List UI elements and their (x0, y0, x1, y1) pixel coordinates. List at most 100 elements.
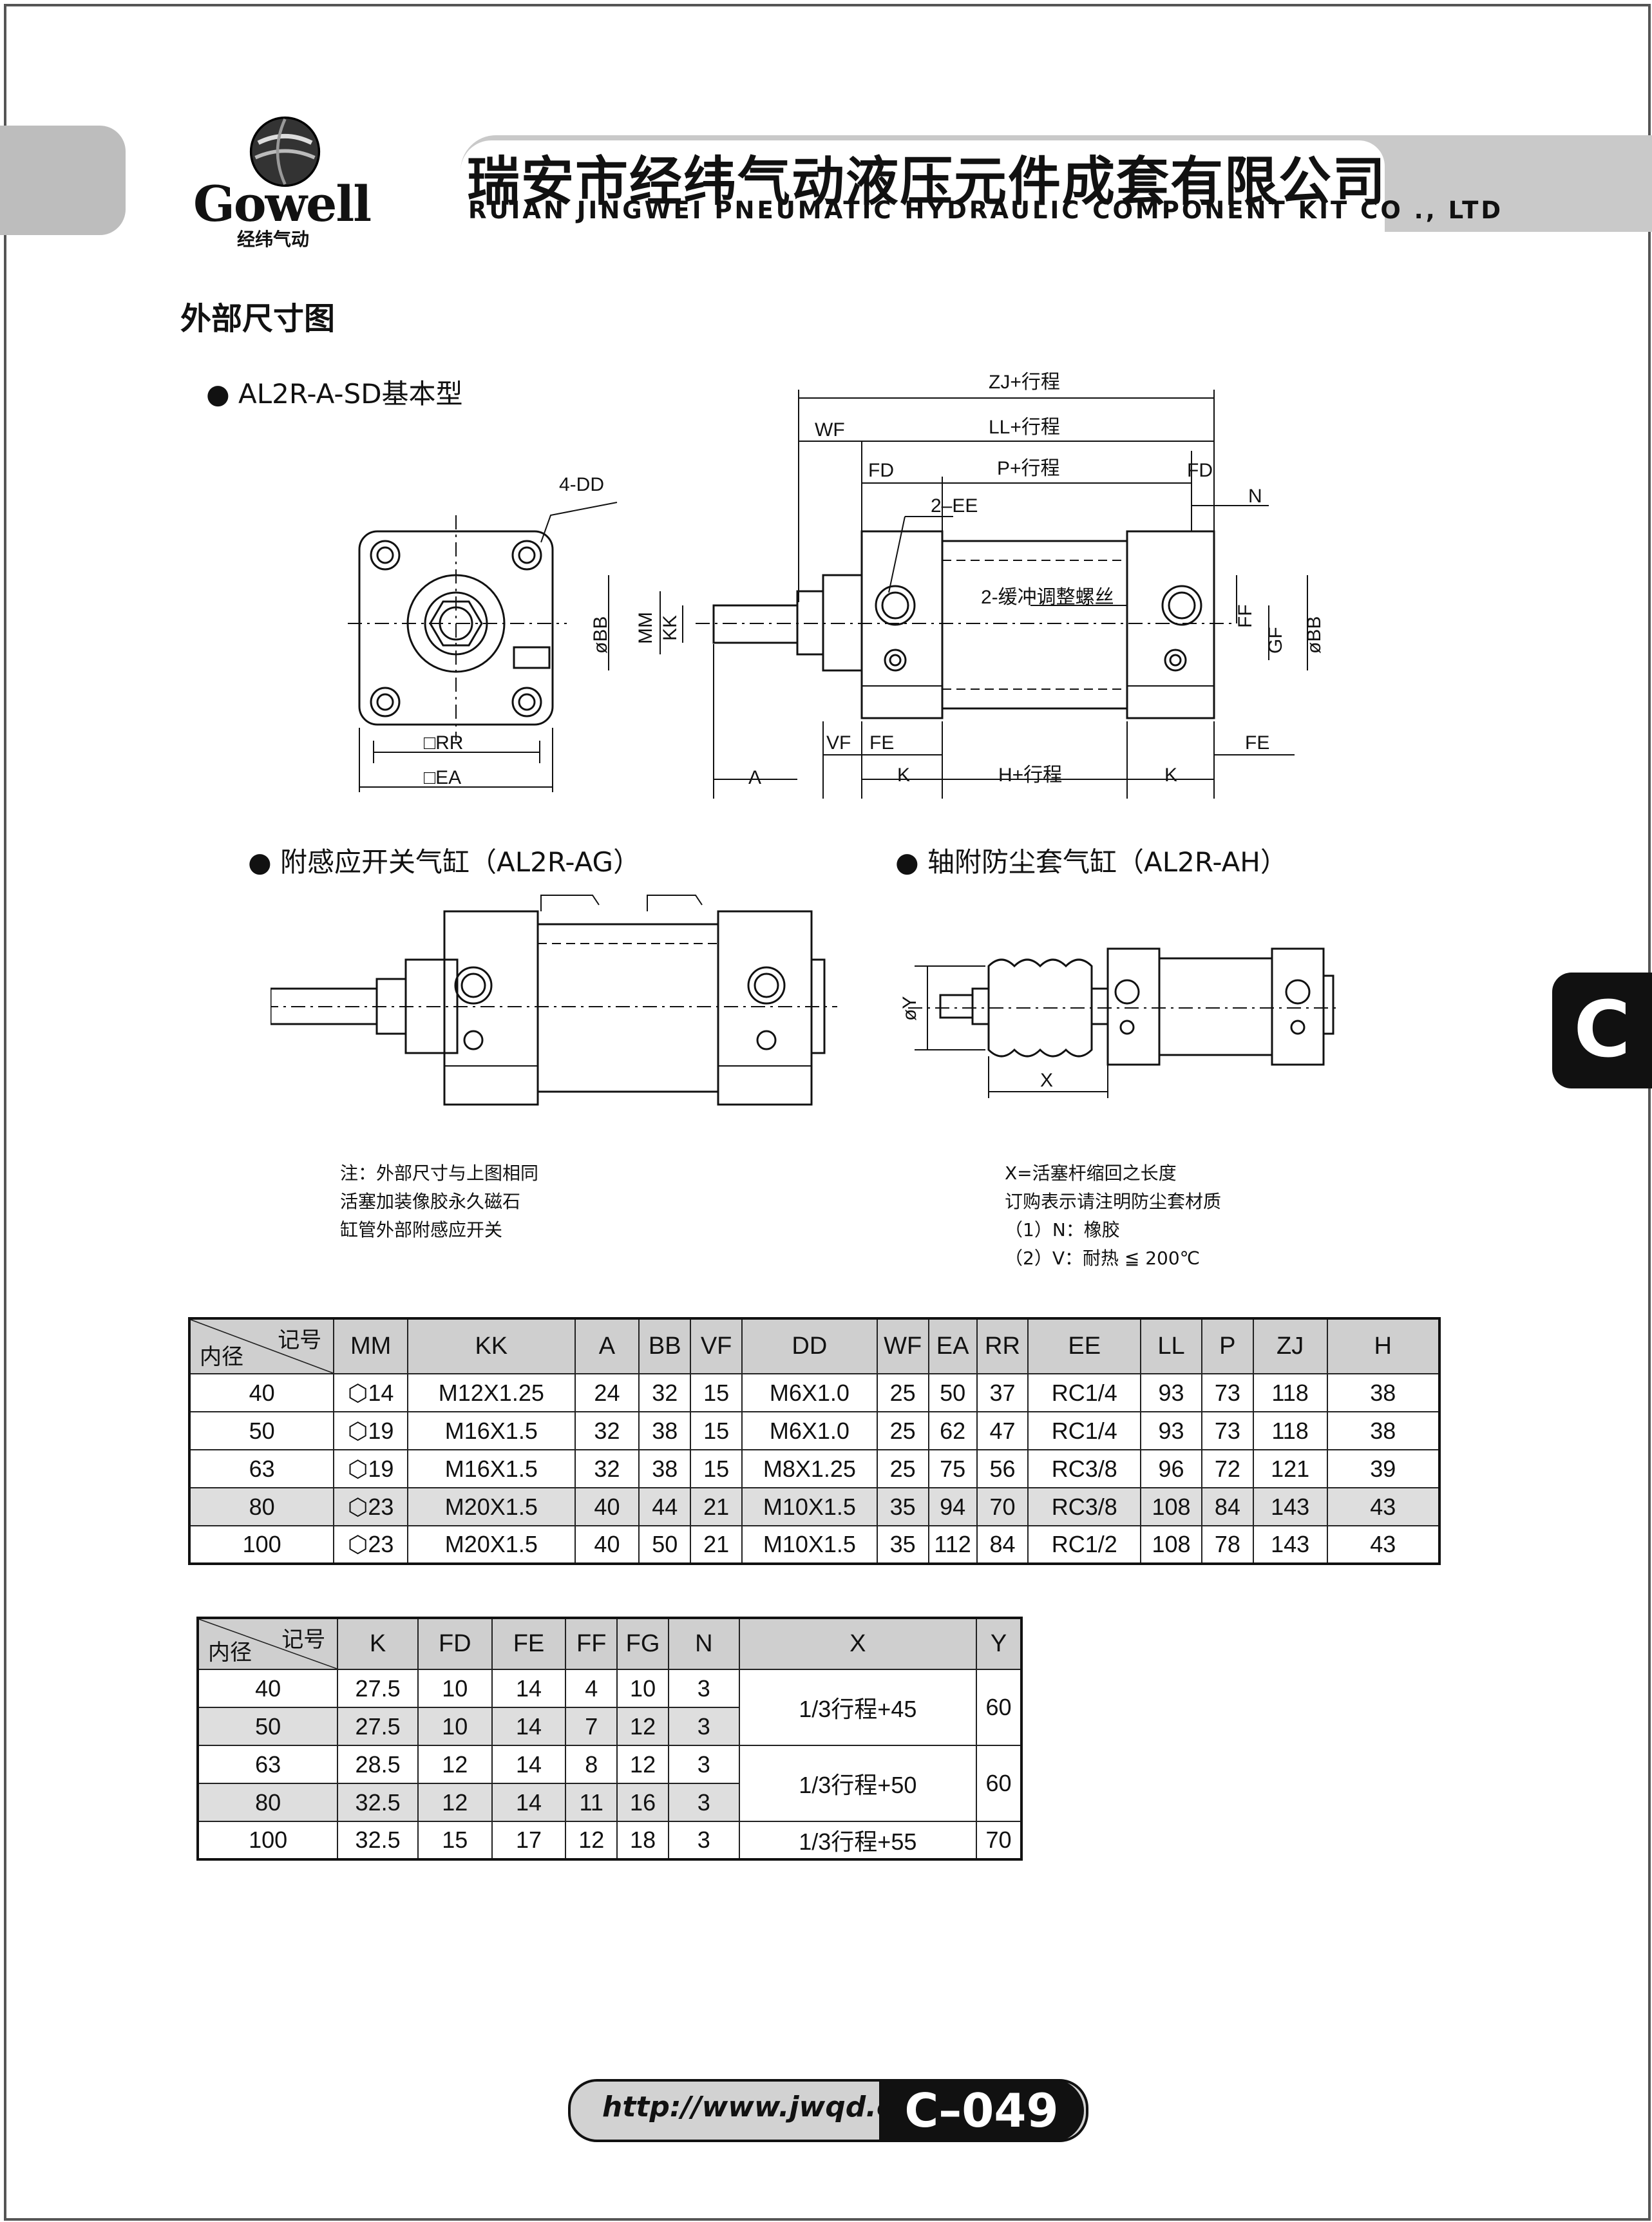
table-cell: 143 (1252, 1487, 1328, 1526)
table-cell: 27.5 (337, 1707, 419, 1746)
col-header: H (1326, 1318, 1440, 1374)
table-cell: 10 (417, 1707, 493, 1746)
page-border (4, 4, 1651, 2221)
table-cell: ⬡23 (333, 1487, 409, 1526)
note-line: 活塞加装像胶永久磁石 (340, 1191, 521, 1212)
col-header: ZJ (1252, 1318, 1328, 1374)
y-value-cell: 60 (976, 1745, 1022, 1822)
company-name-cn: 瑞安市经纬气动液压元件成套有限公司 (467, 151, 1387, 213)
globe-logo-icon (249, 116, 321, 187)
switch-notes: 注：外部尺寸与上图相同 活塞加装像胶永久磁石 缸管外部附感应开关 (340, 1159, 538, 1244)
dim-kk: KK (660, 615, 681, 641)
boot-notes: X=活塞杆缩回之长度 订购表示请注明防尘套材质 （1）N：橡胶 （2）V：耐热 … (1005, 1159, 1221, 1273)
x-value-cell: 1/3行程+55 (738, 1821, 978, 1860)
col-header: WF (876, 1318, 929, 1374)
table-cell: 96 (1140, 1449, 1202, 1488)
col-header: K (337, 1617, 419, 1670)
section-title: 外部尺寸图 (180, 301, 336, 337)
table-cell: 3 (668, 1707, 740, 1746)
dim-h: H+行程 (998, 764, 1062, 786)
table-cell: 14 (491, 1707, 567, 1746)
table-cell: 143 (1252, 1525, 1328, 1564)
row-bore-cell: 80 (196, 1783, 339, 1822)
table-cell: 108 (1140, 1487, 1202, 1526)
table-cell: 21 (690, 1525, 743, 1564)
dim-fd-right: FD (1187, 460, 1213, 481)
col-header: P (1201, 1318, 1254, 1374)
table-cell: 38 (638, 1411, 692, 1450)
corner-bottom-label: 内径 (200, 1345, 243, 1369)
corner-diagonal (191, 1320, 334, 1373)
corner-header: 记号 内径 (196, 1617, 339, 1670)
table-cell: 11 (565, 1783, 618, 1822)
col-header: N (668, 1617, 740, 1670)
table-cell: ⬡19 (333, 1411, 409, 1450)
x-value-cell: 1/3行程+50 (738, 1745, 978, 1822)
table-cell: M6X1.0 (741, 1411, 878, 1450)
dim-vf: VF (826, 732, 851, 754)
note-line: （1）N：橡胶 (1005, 1219, 1120, 1240)
table-cell: 12 (616, 1745, 669, 1784)
table-cell: RC1/2 (1027, 1525, 1142, 1564)
table-cell: 14 (491, 1783, 567, 1822)
table-cell: 35 (876, 1487, 929, 1526)
table-cell: 73 (1201, 1411, 1254, 1450)
table-cell: 32 (574, 1411, 640, 1450)
table-cell: 12 (616, 1707, 669, 1746)
table-cell: 24 (574, 1373, 640, 1412)
note-line: X=活塞杆缩回之长度 (1005, 1163, 1177, 1184)
dim-fd-left: FD (868, 460, 894, 481)
table-cell: 62 (927, 1411, 978, 1450)
col-header: RR (976, 1318, 1029, 1374)
note-line: 缸管外部附感应开关 (340, 1219, 503, 1240)
table-cell: RC3/8 (1027, 1449, 1142, 1488)
basic-cylinder-drawing: ZJ+行程 WF LL+行程 FD P+行程 FD N 2–EE 2-缓冲调整螺… (348, 372, 1325, 799)
table-cell: M10X1.5 (741, 1487, 878, 1526)
row-bore-cell: 63 (196, 1745, 339, 1784)
dim-y: øY (899, 996, 920, 1021)
boot-cylinder-drawing: X øY (899, 947, 1340, 1098)
dim-cushion: 2-缓冲调整螺丝 (981, 587, 1114, 608)
dim-n: N (1248, 486, 1262, 507)
table-cell: 47 (976, 1411, 1029, 1450)
dim-bb-left: øBB (590, 616, 611, 654)
chapter-tab: C (1552, 973, 1652, 1088)
dim-wf: WF (815, 419, 845, 441)
table-cell: M16X1.5 (407, 1449, 576, 1488)
table-cell: 21 (690, 1487, 743, 1526)
table-cell: 14 (491, 1669, 567, 1708)
table-cell: 39 (1326, 1449, 1440, 1488)
col-header: BB (638, 1318, 692, 1374)
company-name-en: RUIAN JINGWEI PNEUMATIC HYDRAULIC COMPON… (468, 196, 1504, 224)
corner-bottom-label: 内径 (208, 1640, 252, 1665)
table-cell: 10 (616, 1669, 669, 1708)
table-cell: 38 (1326, 1411, 1440, 1450)
x-value-cell: 1/3行程+45 (738, 1669, 978, 1746)
table-cell: 78 (1201, 1525, 1254, 1564)
table-cell: 15 (690, 1449, 743, 1488)
table-cell: 43 (1326, 1487, 1440, 1526)
dim-gf: GF (1265, 627, 1286, 654)
table-cell: 112 (927, 1525, 978, 1564)
table-cell: 32 (638, 1373, 692, 1412)
row-bore-cell: 100 (188, 1525, 335, 1564)
table-cell: 94 (927, 1487, 978, 1526)
table-cell: M12X1.25 (407, 1373, 576, 1412)
table-cell: 10 (417, 1669, 493, 1708)
table-cell: ⬡19 (333, 1449, 409, 1488)
table-cell: 25 (876, 1373, 929, 1412)
table-cell: 15 (417, 1821, 493, 1860)
row-bore-cell: 50 (188, 1411, 335, 1450)
table-cell: 4 (565, 1669, 618, 1708)
footer-url-link[interactable]: http://www.jwqd.cn (602, 2091, 914, 2123)
table-cell: 16 (616, 1783, 669, 1822)
col-header: Y (976, 1617, 1022, 1670)
note-line: 注：外部尺寸与上图相同 (340, 1163, 539, 1184)
table-cell: M6X1.0 (741, 1373, 878, 1412)
dim-ll: LL+行程 (989, 417, 1060, 438)
